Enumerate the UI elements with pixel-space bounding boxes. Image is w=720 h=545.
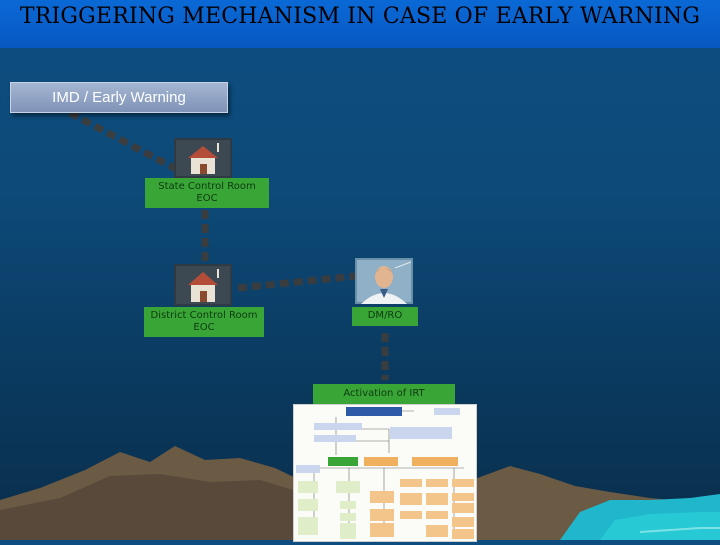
district-control-room-label: District Control Room (150, 310, 258, 321)
district-house-icon (174, 264, 232, 306)
arrow-district-to-dmro (237, 272, 357, 292)
imd-early-warning-box: IMD / Early Warning (10, 82, 228, 113)
irt-flowchart-thumbnail (293, 404, 477, 542)
district-eoc-label: EOC (193, 322, 215, 333)
arrow-imd-to-state (68, 109, 180, 174)
page-title: TRIGGERING MECHANISM IN CASE OF EARLY WA… (19, 4, 701, 29)
official-person-icon (355, 258, 413, 304)
state-control-room-box: State Control Room EOC (145, 178, 269, 208)
dmro-label: DM/RO (367, 310, 403, 321)
activation-irt-label: Activation of IRT (343, 388, 425, 399)
state-house-icon (174, 138, 232, 178)
state-eoc-label: EOC (196, 193, 218, 204)
district-control-room-box: District Control Room EOC (144, 307, 264, 337)
dmro-box: DM/RO (352, 307, 418, 326)
state-control-room-label: State Control Room (158, 181, 256, 192)
title-bar (0, 0, 720, 48)
activation-irt-box: Activation of IRT (313, 384, 455, 404)
landscape-illustration (0, 446, 720, 540)
